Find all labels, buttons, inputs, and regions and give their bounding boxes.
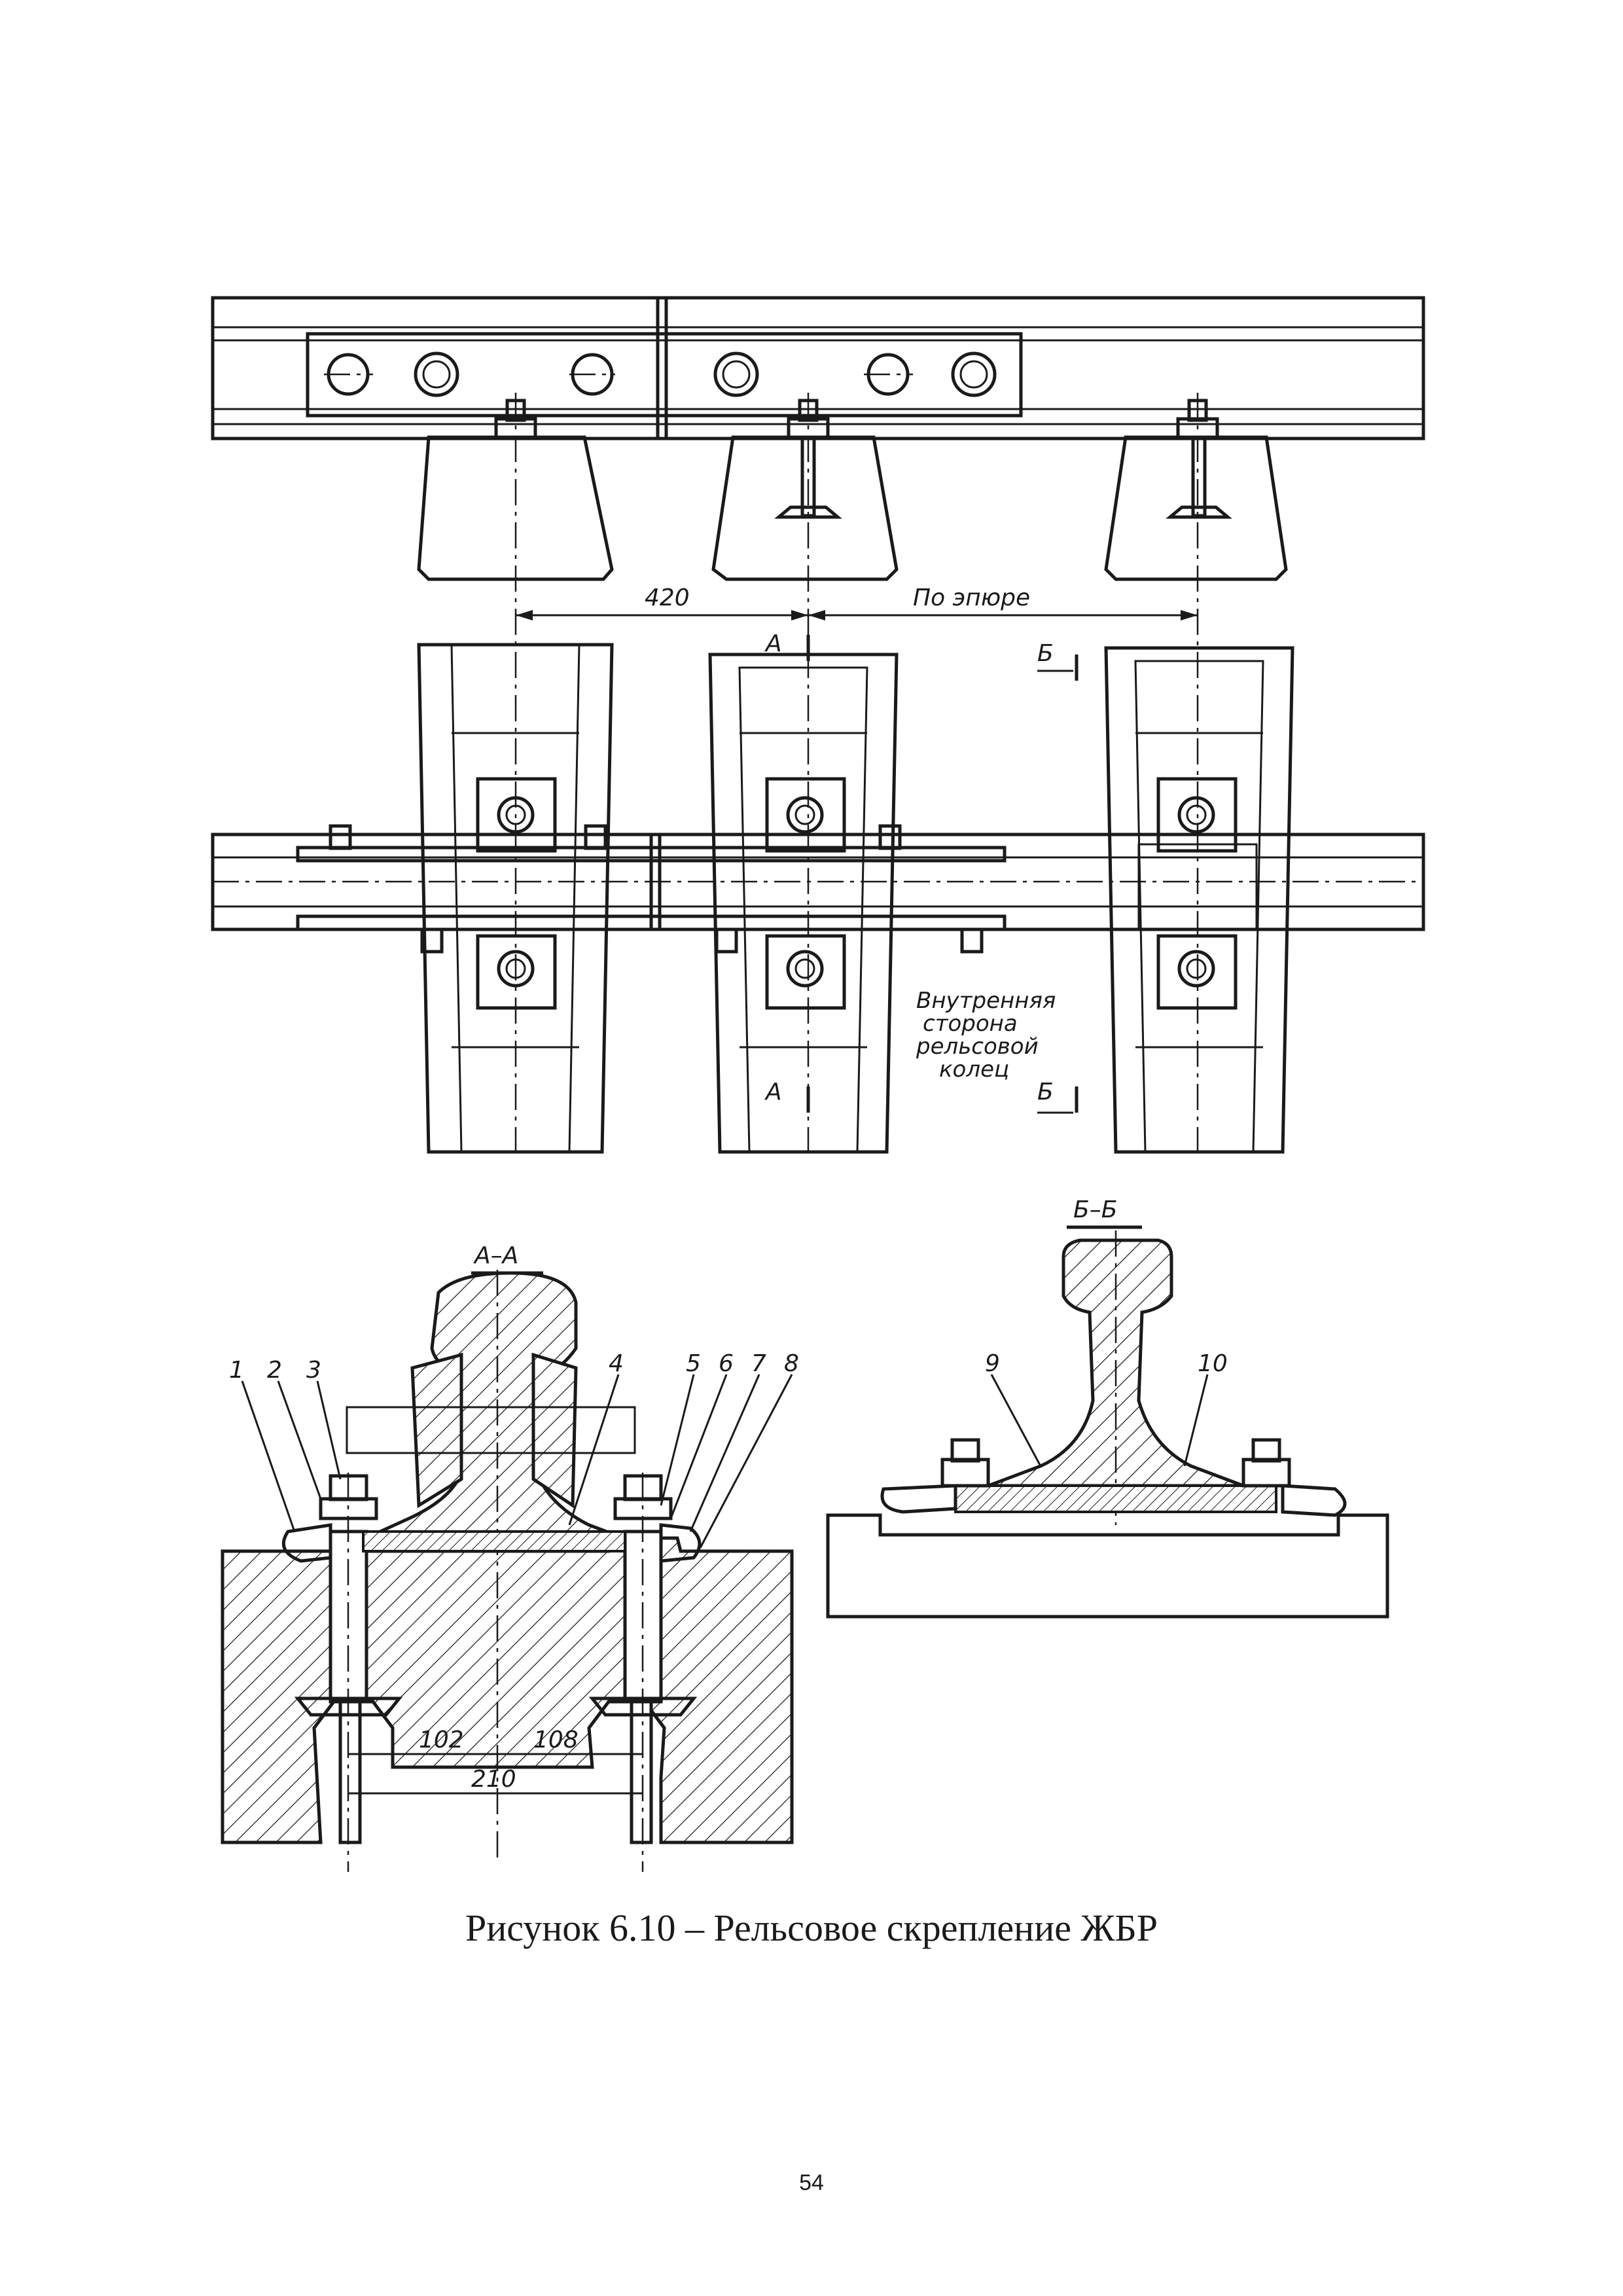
sleepers-side-view [417,435,1288,581]
svg-text:сторона: сторона [923,1011,1018,1037]
dimension-210: 210 [471,1766,516,1793]
inner-side-note: Внутренняя сторона рельсовой колец [916,988,1056,1083]
section-a-a: А–А 102 108 210 [221,1242,799,1872]
joint-bolt [324,351,997,397]
svg-text:10: 10 [1198,1350,1228,1377]
svg-text:9: 9 [985,1350,1000,1377]
svg-text:1: 1 [229,1357,244,1384]
clamp-nut [497,796,1215,988]
dimension-102: 102 [419,1727,464,1753]
section-mark-a-top: А [764,630,782,657]
dimension-108: 108 [533,1727,579,1753]
section-a-title: А–А [473,1242,518,1269]
joint-bolt-plan [329,824,984,954]
svg-text:Внутренняя: Внутренняя [916,988,1056,1014]
svg-text:2: 2 [267,1357,282,1384]
dimension-line: 420 По эпюре [516,584,1198,620]
dimension-epure: По эпюре [913,584,1030,611]
svg-text:4: 4 [609,1350,624,1377]
plan-view: А Б А Б Внутренняя сторона рельсовой кол… [211,630,1425,1154]
svg-text:8: 8 [784,1350,799,1377]
page-number: 54 [799,2170,824,2195]
svg-text:6: 6 [719,1350,734,1377]
top-fastening-bolts [494,399,1219,440]
section-b-title: Б–Б [1073,1196,1117,1223]
svg-text:7: 7 [751,1350,766,1377]
callouts-a: 1 2 3 4 5 6 7 8 [229,1350,799,1549]
svg-text:5: 5 [686,1350,701,1377]
dimension-420: 420 [645,584,690,611]
section-mark-b-top: Б [1037,640,1054,667]
svg-text:3: 3 [306,1357,321,1384]
callouts-b: 9 10 [985,1350,1228,1467]
section-mark-a-bottom: А [764,1079,782,1105]
section-mark-b-bottom: Б [1037,1079,1054,1105]
figure-caption: Рисунок 6.10 – Рельсовое скрепление ЖБР [465,1907,1158,1949]
svg-text:колец: колец [939,1056,1009,1083]
section-b-b: Б–Б 9 10 [826,1196,1389,1619]
svg-text:рельсовой: рельсовой [916,1033,1039,1060]
